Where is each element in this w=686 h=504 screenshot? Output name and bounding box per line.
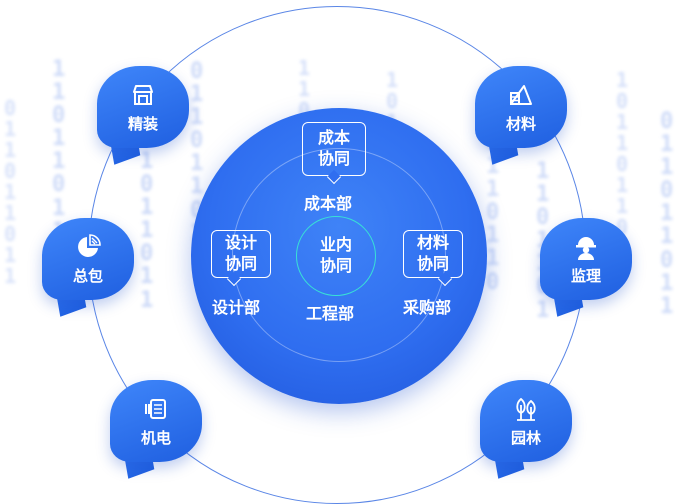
partner-badge-decoration: 精装 [97,66,189,148]
materials-icon [510,84,532,105]
cost-department-label: 成本部 [304,194,353,213]
partner-badge-general: 总包 [42,218,134,300]
pie-chart-icon [78,233,101,257]
partner-badge-materials: 材料 [475,66,567,148]
design-bubble-line1: 设计 [224,233,257,253]
purchase-bubble-line2: 协同 [416,254,449,273]
trees-icon [516,397,536,421]
center-line1: 业内 [319,235,352,255]
engineering-department-label: 工程部 [306,304,355,323]
center-line2: 协同 [319,256,352,275]
design-department-label: 设计部 [212,298,261,317]
design-collaboration-bubble: 设计 协同 [211,230,271,278]
partner-label-general: 总包 [72,266,103,285]
cost-collaboration-bubble: 成本 协同 [302,122,366,176]
hardhat-worker-icon [576,236,596,260]
partner-label-decoration: 精装 [127,114,158,133]
cost-bubble-line1: 成本 [317,128,350,148]
partner-label-supervision: 监理 [570,266,601,285]
purchase-department-label: 采购部 [403,298,452,317]
storefront-icon [133,84,153,105]
partner-badge-supervision: 监理 [540,218,632,300]
purchase-collaboration-bubble: 材料 协同 [403,230,463,278]
design-bubble-line2: 协同 [224,254,257,273]
purchase-bubble-line1: 材料 [416,233,449,253]
partner-label-electromechanical: 机电 [140,428,171,447]
cost-bubble-line2: 协同 [317,149,350,168]
partner-badge-landscape: 园林 [480,380,572,462]
partner-label-landscape: 园林 [510,428,541,447]
partner-label-materials: 材料 [505,114,536,133]
partner-badge-electromechanical: 机电 [110,380,202,462]
machine-icon [145,398,166,419]
center-internal-collaboration: 业内 协同 [296,216,376,296]
